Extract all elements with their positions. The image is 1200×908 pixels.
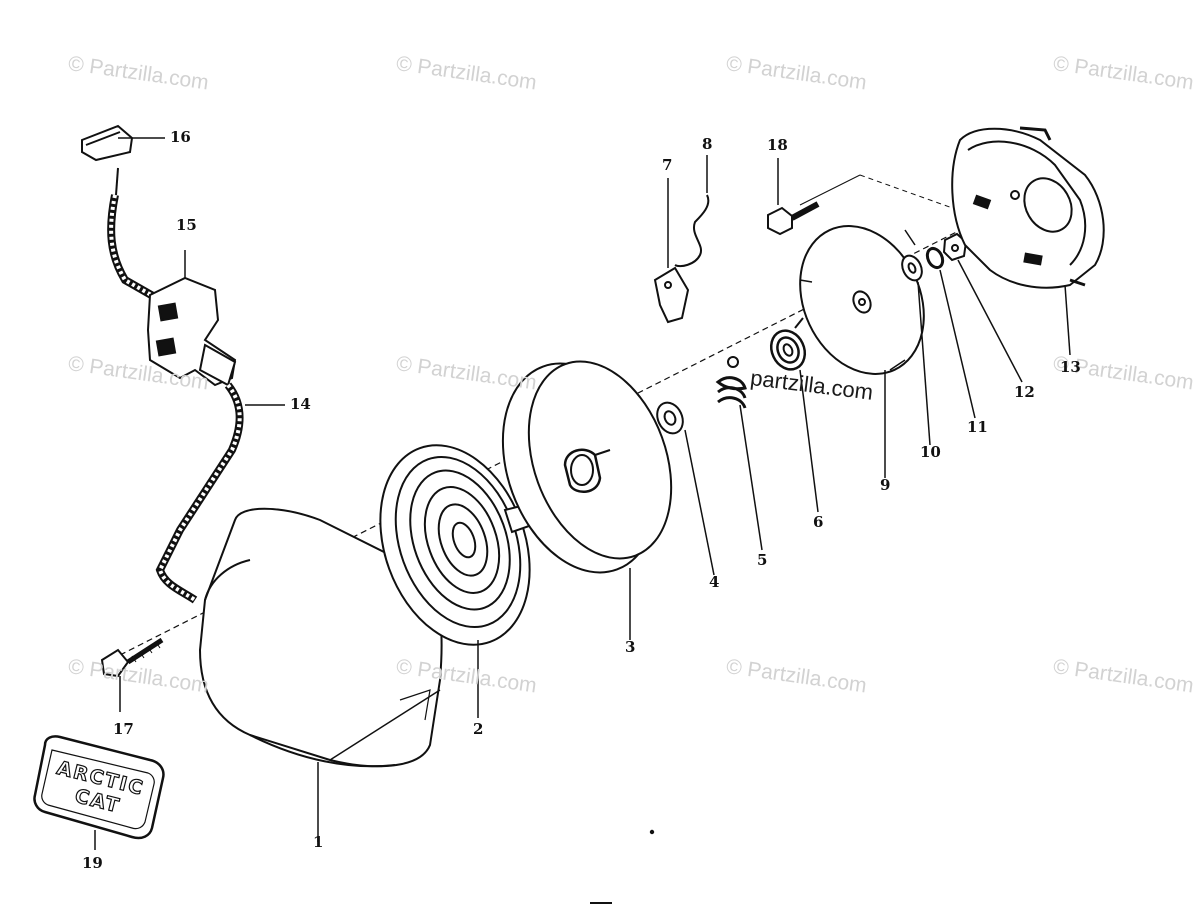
callout-16: 16 bbox=[170, 128, 191, 146]
part-11-lock-washer bbox=[925, 246, 976, 419]
callout-14: 14 bbox=[290, 395, 311, 413]
part-2-recoil-spring bbox=[379, 444, 534, 718]
part-18-bolt bbox=[767, 158, 820, 236]
callout-5: 5 bbox=[757, 551, 768, 569]
part-7-pawl bbox=[653, 178, 690, 324]
callout-6: 6 bbox=[813, 513, 824, 531]
callout-3: 3 bbox=[625, 638, 636, 656]
part-16-grip-cap bbox=[81, 124, 165, 162]
part-3-rope-pulley bbox=[501, 360, 673, 640]
part-1-starter-housing bbox=[198, 507, 443, 842]
part-19-emblem bbox=[33, 735, 165, 850]
callout-10: 10 bbox=[920, 443, 941, 461]
part-5-spring bbox=[715, 356, 763, 551]
part-12-nut bbox=[942, 232, 1023, 383]
callout-13: 13 bbox=[1060, 358, 1081, 376]
part-10-washer bbox=[901, 254, 931, 446]
callout-12: 12 bbox=[1014, 383, 1035, 401]
part-8-pawl-spring bbox=[674, 155, 710, 268]
callout-1: 1 bbox=[313, 833, 324, 851]
callout-18: 18 bbox=[767, 136, 788, 154]
callout-11: 11 bbox=[967, 418, 988, 436]
callout-9: 9 bbox=[880, 476, 891, 494]
part-14-starter-rope bbox=[155, 382, 285, 604]
callout-8: 8 bbox=[702, 135, 713, 153]
callout-4: 4 bbox=[709, 573, 720, 591]
part-15-starter-handle bbox=[146, 250, 237, 387]
part-13-cover-plate bbox=[951, 126, 1105, 356]
callout-7: 7 bbox=[662, 156, 673, 174]
callout-15: 15 bbox=[176, 216, 197, 234]
bolt-axis-line bbox=[799, 174, 861, 206]
callout-17: 17 bbox=[113, 720, 134, 738]
part-6-torsion-spring bbox=[769, 317, 819, 513]
callout-19: 19 bbox=[82, 854, 103, 872]
part-17-housing-bolt bbox=[100, 637, 164, 712]
part-4-washer bbox=[656, 401, 715, 576]
starter-rope-upper bbox=[107, 167, 162, 304]
bolt-18-axis-line bbox=[859, 174, 1001, 226]
stray-dot bbox=[649, 829, 655, 835]
callout-2: 2 bbox=[473, 720, 484, 738]
